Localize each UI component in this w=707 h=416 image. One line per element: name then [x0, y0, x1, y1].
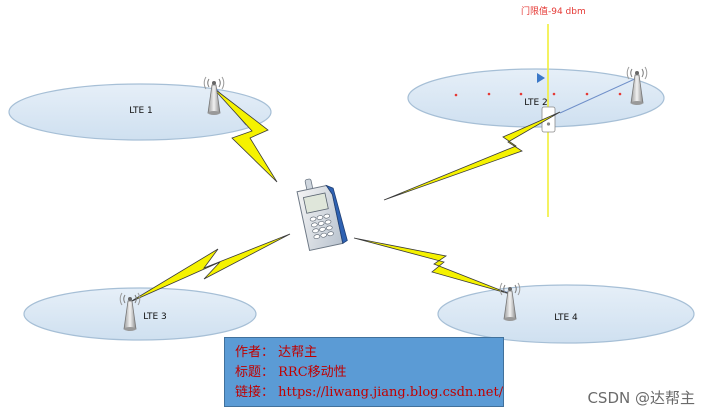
cell-lte2: LTE 2: [407, 68, 665, 128]
cell-label-lte1: LTE 1: [129, 106, 153, 116]
cell-label-lte4: LTE 4: [554, 313, 578, 323]
lightning-bolt-icon: [383, 111, 561, 201]
cell-lte1: LTE 1: [8, 83, 272, 141]
arrow-marker-icon: [537, 73, 545, 83]
cell-lte4: LTE 4: [437, 284, 695, 344]
info-box: 作者： 达帮主 标题： RRC移动性 链接： https://liwang.ji…: [224, 337, 504, 407]
info-title: 标题： RRC移动性: [235, 365, 347, 380]
threshold-label: 门限值-94 dbm: [521, 5, 586, 17]
lightning-bolt-icon: [129, 233, 291, 303]
lightning-bolt-icon: [353, 237, 511, 295]
info-author: 作者： 达帮主: [235, 345, 318, 360]
info-link[interactable]: 链接： https://liwang.jiang.blog.csdn.net/: [235, 385, 504, 400]
cell-label-lte3: LTE 3: [143, 312, 167, 322]
mobile-phone-icon: [296, 178, 348, 252]
cell-lte3: LTE 3: [23, 287, 257, 341]
watermark: CSDN @达帮主: [587, 389, 695, 407]
lightning-bolt-icon: [211, 86, 278, 183]
cell-label-lte2: LTE 2: [524, 98, 548, 108]
signal-dots: [454, 92, 622, 97]
